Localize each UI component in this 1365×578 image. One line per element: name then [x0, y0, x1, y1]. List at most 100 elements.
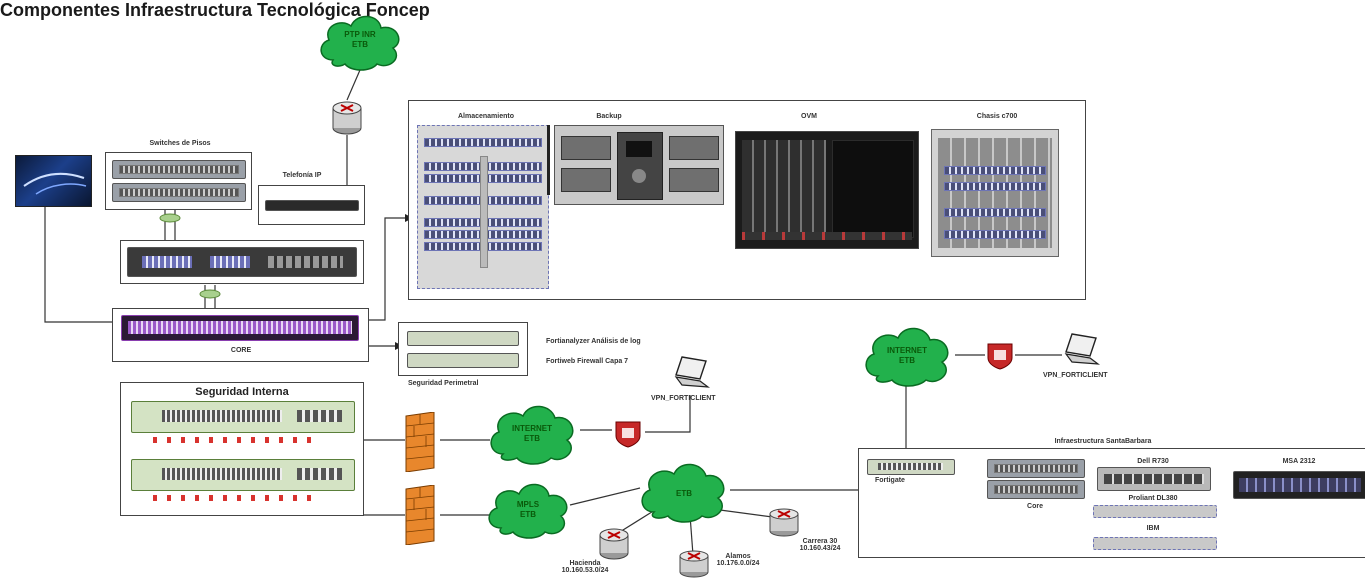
- cloud-text-1: INTERNET: [512, 424, 552, 433]
- cable-markers: [153, 437, 313, 443]
- cloud-internet-right: [865, 327, 949, 387]
- cloud-text-2: ETB: [351, 40, 368, 49]
- firewall-ports: [162, 468, 282, 480]
- server-banner-image: [15, 155, 92, 207]
- cloud-center: [641, 463, 725, 523]
- cloud-text-1: MPLS: [516, 500, 540, 509]
- backup-controller: [617, 132, 663, 200]
- msa-2312-storage: [1233, 471, 1365, 499]
- distribution-switch-box: [120, 240, 364, 284]
- label-vpn-right: VPN_FORTICLIENT: [1043, 372, 1108, 379]
- label-chasis: Chasis c700: [976, 113, 1018, 120]
- router-icon-alamos: [679, 550, 709, 578]
- infra-santabarbara-box: Fortigate Core Dell R730 Proliant DL380 …: [858, 448, 1365, 558]
- label-core-sb: Core: [1027, 503, 1043, 510]
- label-fortianalyzer: Fortianalyzer Análisis de log: [546, 338, 641, 345]
- page-title: Componentes Infraestructura Tecnológica …: [0, 0, 430, 20]
- label-almacenamiento: Almacenamiento: [457, 113, 515, 120]
- proliant-server: [1093, 505, 1217, 518]
- firewall-brick-icon-1: [405, 412, 435, 472]
- switch-ports: [119, 165, 239, 174]
- label-ovm: OVM: [801, 113, 817, 120]
- port-group: [142, 256, 192, 268]
- label-vpn-main: VPN_FORTICLIENT: [651, 395, 716, 402]
- fortiweb-device: [407, 353, 519, 368]
- alamos-ip: 10.176.0.0/24: [716, 560, 760, 567]
- router-icon-hacienda: [599, 528, 629, 560]
- storage-row: [424, 138, 542, 147]
- cloud-label-center: ETB: [676, 489, 692, 499]
- server-swoosh-icon: [23, 172, 87, 195]
- label-switches-pisos: Switches de Pisos: [149, 140, 211, 147]
- fortianalyzer-device: [407, 331, 519, 346]
- hacienda-name: Hacienda: [569, 560, 601, 567]
- label-proliant: Proliant DL380: [1128, 495, 1178, 502]
- seguridad-interna-box: Seguridad Interna: [120, 382, 364, 516]
- chassis-row: [944, 182, 1046, 191]
- switch-ports: [994, 464, 1078, 473]
- vpn-shield-icon-right: [987, 343, 1013, 370]
- label-core: CORE: [230, 347, 252, 354]
- backup-library: [554, 125, 724, 205]
- cloud-text-1: INTERNET: [887, 346, 927, 355]
- chassis-row: [944, 208, 1046, 217]
- label-seguridad-perimetral: Seguridad Perimetral: [408, 380, 479, 387]
- ovm-blades: [742, 140, 826, 236]
- ip-phone-switch: [265, 200, 359, 211]
- distribution-switch: [127, 247, 357, 277]
- fortigate-ports: [878, 463, 943, 470]
- switch-ports: [994, 485, 1078, 494]
- switches-pisos-box: [105, 152, 252, 210]
- backup-drive: [561, 168, 611, 192]
- core-sb-switch-2: [987, 480, 1085, 499]
- label-fortiweb: Fortiweb Firewall Capa 7: [546, 358, 629, 365]
- cloud-text-2: ETB: [519, 510, 536, 519]
- firewall-ports: [162, 410, 282, 422]
- label-infra-santabarbara: Infraestructura SantaBarbara: [1054, 438, 1152, 445]
- label-backup: Backup: [596, 113, 622, 120]
- alamos-name: Alamos: [725, 553, 751, 560]
- ovm-empty-slots: [832, 140, 914, 238]
- dell-r730-server: [1097, 467, 1211, 491]
- core-box: CORE: [112, 308, 369, 362]
- core-ports: [128, 321, 352, 334]
- laptop-icon-right: [1064, 333, 1101, 365]
- storage-divider: [480, 156, 488, 268]
- fortigate-device: [867, 459, 955, 475]
- cloud-mpls: [488, 483, 568, 539]
- ovm-power-row: [742, 232, 912, 240]
- datacenter-box: Almacenamiento Backup OVM Chasis c700: [408, 100, 1086, 300]
- telefonia-ip-box: [258, 185, 365, 225]
- core-sb-switch-1: [987, 459, 1085, 478]
- cloud-text-1: ETB: [676, 489, 692, 498]
- cloud-internet-main: [490, 405, 574, 465]
- router-icon-carrera: [769, 508, 799, 537]
- cloud-text-2: ETB: [899, 356, 915, 365]
- chassis-c700: [931, 129, 1059, 257]
- chassis-blades: [938, 138, 1052, 248]
- storage-array: [417, 125, 549, 289]
- internal-firewall-1: [131, 401, 355, 433]
- ovm-rack: [735, 131, 919, 249]
- internal-firewall-2: [131, 459, 355, 491]
- backup-screen: [626, 141, 652, 157]
- switch-ports: [119, 188, 239, 197]
- cloud-text-2: ETB: [524, 434, 540, 443]
- port-group: [210, 256, 250, 268]
- backup-knob: [632, 169, 646, 183]
- label-fortigate: Fortigate: [875, 477, 905, 484]
- cloud-text-1: PTP INR: [344, 30, 376, 39]
- firewall-brick-icon-2: [405, 485, 435, 545]
- firewall-ports: [297, 468, 342, 480]
- label-msa: MSA 2312: [1282, 458, 1316, 465]
- floor-switch-1: [112, 160, 246, 179]
- port-group: [268, 256, 343, 268]
- carrera-name: Carrera 30: [802, 538, 838, 545]
- dell-bays: [1104, 474, 1204, 484]
